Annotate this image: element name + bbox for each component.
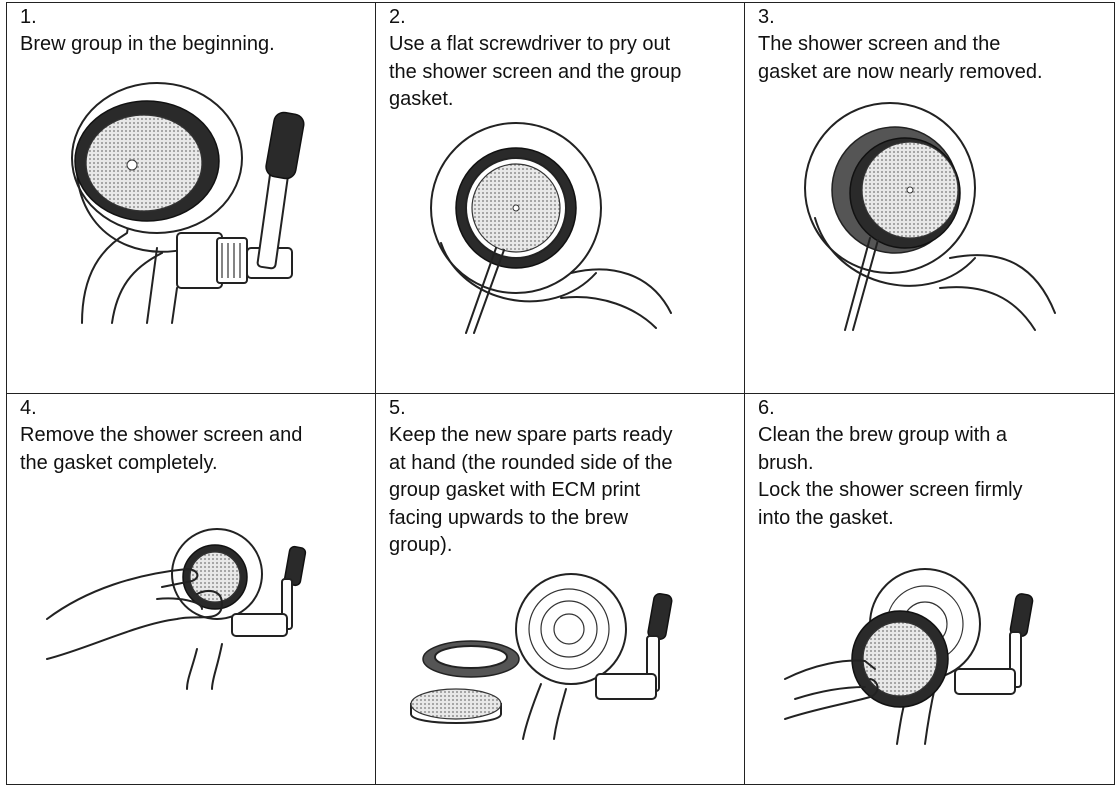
step-number: 6.	[758, 397, 775, 419]
step-number: 4.	[20, 397, 37, 419]
step-number: 1.	[20, 6, 37, 28]
step-number: 5.	[389, 397, 406, 419]
step-cell-1: 1. Brew group in the beginning.	[6, 2, 376, 394]
step-cell-3: 3. The shower screen and the gasket are …	[744, 2, 1115, 394]
step-text: The shower screen and the gasket are now…	[758, 33, 1043, 83]
step-cell-4: 4. Remove the shower screen and the gask…	[6, 393, 376, 785]
step-text: Clean the brew group with a brush. Lock …	[758, 424, 1023, 529]
hand-locking-screen-illustration	[784, 568, 1034, 745]
step-cell-6: 6. Clean the brew group with a brush. Lo…	[744, 393, 1115, 785]
brew-group-illustration	[71, 82, 305, 324]
step-number: 3.	[758, 6, 775, 28]
step-number: 2.	[389, 6, 406, 28]
hand-removing-screen-illustration	[46, 528, 307, 690]
step-cell-5: 5. Keep the new spare parts ready at han…	[375, 393, 745, 785]
step-text: Remove the shower screen and the gasket …	[20, 424, 303, 474]
screwdriver-pry-illustration	[430, 122, 672, 334]
step-text: Brew group in the beginning.	[20, 33, 275, 55]
screen-removal-illustration	[804, 102, 1056, 331]
instruction-table: 1. Brew group in the beginning.	[6, 2, 1115, 785]
step-cell-2: 2. Use a flat screwdriver to pry out the…	[375, 2, 745, 394]
spare-parts-illustration	[410, 573, 673, 740]
step-text: Use a flat screwdriver to pry out the sh…	[389, 33, 682, 110]
step-text: Keep the new spare parts ready at hand (…	[389, 424, 673, 556]
